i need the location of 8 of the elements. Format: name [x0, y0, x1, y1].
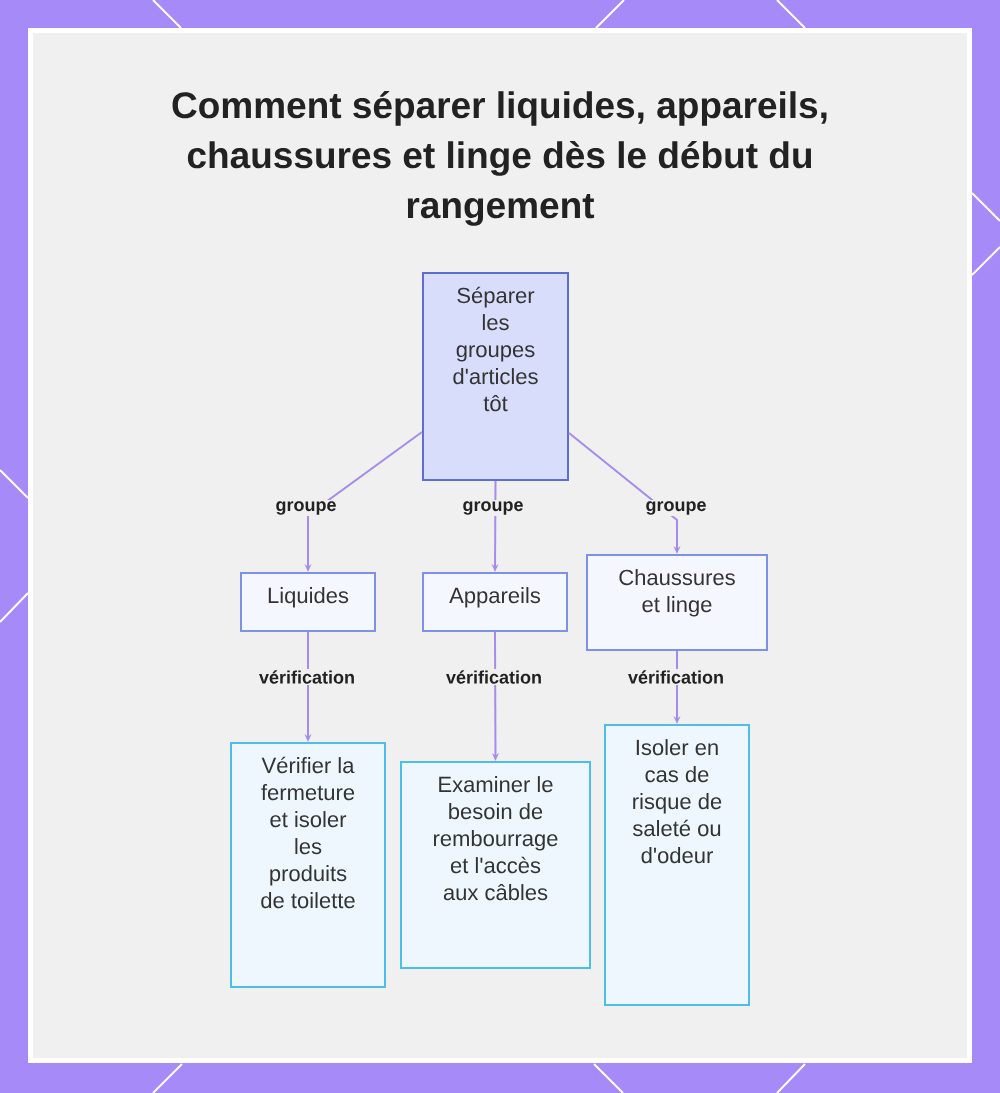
process-box: Isoler en cas de risque de saleté ou d'odeur: [604, 724, 750, 1006]
process-box: Vérifier la fermeture et isoler les produits de toilette: [230, 742, 386, 988]
process-box: Appareils: [422, 572, 568, 632]
process-box: Chaussures et linge: [586, 554, 768, 651]
title: Comment séparer liquides, appareils, chaussures et linge dès le début du rangement: [172, 90, 827, 226]
process-box: Examiner le besoin de rembourrage et l'accès aux câbles: [400, 761, 591, 969]
process-box: Séparer les groupes d'articles tôt: [422, 272, 569, 481]
process-box: Liquides: [240, 572, 376, 632]
